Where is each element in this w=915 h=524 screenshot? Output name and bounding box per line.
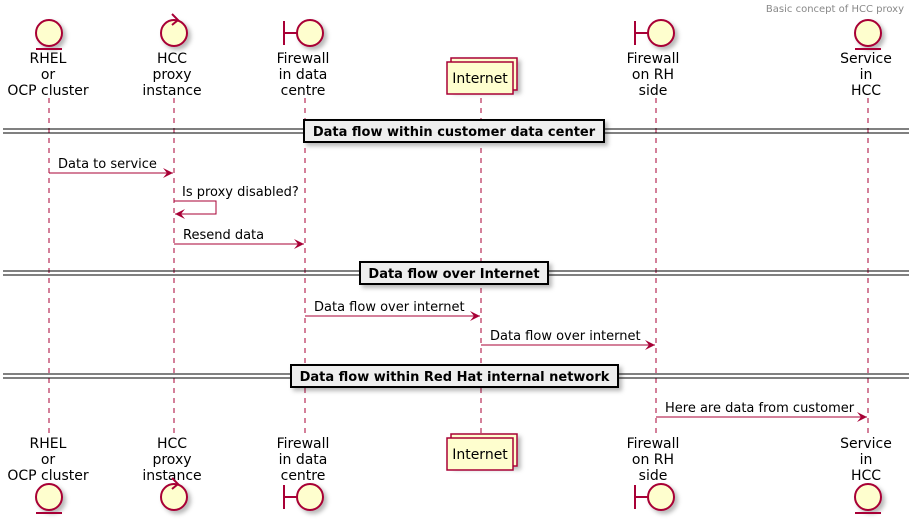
divider-label: Data flow over Internet — [368, 267, 539, 282]
bottom-hcc_proxy-label-line: HCC — [157, 436, 187, 452]
bottom-service_hcc-label-line: HCC — [851, 468, 881, 484]
bottom-rhel-entity-icon — [35, 483, 63, 511]
bottom-internet-collections-front — [446, 437, 514, 471]
top-rhel-entity-icon — [35, 19, 63, 47]
top-firewall_dc-label-line: centre — [281, 83, 326, 99]
bottom-firewall_dc-label-line: centre — [281, 468, 326, 484]
message-label: Here are data from customer — [665, 401, 855, 416]
bottom-internet-label: Internet — [452, 447, 508, 463]
bottom-hcc_proxy-label-line: proxy — [152, 452, 191, 468]
bottom-firewall_rh-label-line: on RH — [632, 452, 674, 468]
bottom-service_hcc-entity-icon — [854, 483, 882, 511]
bottom-firewall_dc-label-line: Firewall — [277, 436, 330, 452]
top-service_hcc-label-line: HCC — [851, 83, 881, 99]
bottom-service_hcc-label-line: in — [860, 452, 873, 468]
top-firewall_rh-label-line: side — [639, 83, 668, 99]
top-hcc_proxy-control-arrow — [171, 13, 180, 26]
bottom-firewall_rh-boundary-icon — [647, 483, 675, 511]
message-label: Data flow over internet — [314, 300, 465, 315]
top-firewall_dc-label-line: in data — [279, 67, 328, 83]
top-firewall_rh-label-line: Firewall — [627, 51, 680, 67]
divider-box — [303, 119, 605, 143]
top-rhel-label-line: OCP cluster — [7, 83, 89, 99]
top-firewall_rh-label-line: on RH — [632, 67, 674, 83]
bottom-rhel-label-line: OCP cluster — [7, 468, 89, 484]
message-label: Data flow over internet — [490, 329, 641, 344]
bottom-rhel-label-line: RHEL — [30, 436, 67, 452]
top-rhel-label-line: or — [41, 67, 56, 83]
top-rhel-label-line: RHEL — [30, 51, 67, 67]
top-service_hcc-entity-icon — [854, 19, 882, 47]
message-label: Resend data — [183, 228, 264, 243]
top-hcc_proxy-label-line: instance — [142, 83, 201, 99]
bottom-hcc_proxy-label-line: instance — [142, 468, 201, 484]
top-firewall_rh-boundary-icon — [647, 19, 675, 47]
message-label: Data to service — [58, 157, 157, 172]
bottom-rhel-label-line: or — [41, 452, 56, 468]
divider-box — [290, 364, 619, 388]
top-internet-label: Internet — [452, 71, 508, 87]
message-label: Is proxy disabled? — [182, 185, 299, 200]
top-service_hcc-label-line: Service — [840, 51, 892, 67]
top-internet-collections-front — [446, 61, 514, 95]
top-firewall_dc-label-line: Firewall — [277, 51, 330, 67]
divider-label: Data flow within Red Hat internal networ… — [300, 370, 610, 385]
bottom-firewall_dc-boundary-icon — [296, 483, 324, 511]
message-arrow-self — [174, 200, 217, 219]
divider-box — [359, 261, 549, 285]
bottom-firewall_rh-label-line: side — [639, 468, 668, 484]
top-hcc_proxy-control-icon — [160, 19, 188, 47]
top-hcc_proxy-label-line: HCC — [157, 51, 187, 67]
top-firewall_dc-boundary-icon — [296, 19, 324, 47]
bottom-hcc_proxy-control-icon — [160, 483, 188, 511]
bottom-service_hcc-label-line: Service — [840, 436, 892, 452]
top-hcc_proxy-label-line: proxy — [152, 67, 191, 83]
diagram-header: Basic concept of HCC proxy — [766, 4, 904, 15]
top-service_hcc-label-line: in — [860, 67, 873, 83]
bottom-firewall_dc-label-line: in data — [279, 452, 328, 468]
bottom-hcc_proxy-control-arrow — [171, 477, 180, 490]
bottom-firewall_rh-label-line: Firewall — [627, 436, 680, 452]
divider-label: Data flow within customer data center — [313, 125, 596, 140]
